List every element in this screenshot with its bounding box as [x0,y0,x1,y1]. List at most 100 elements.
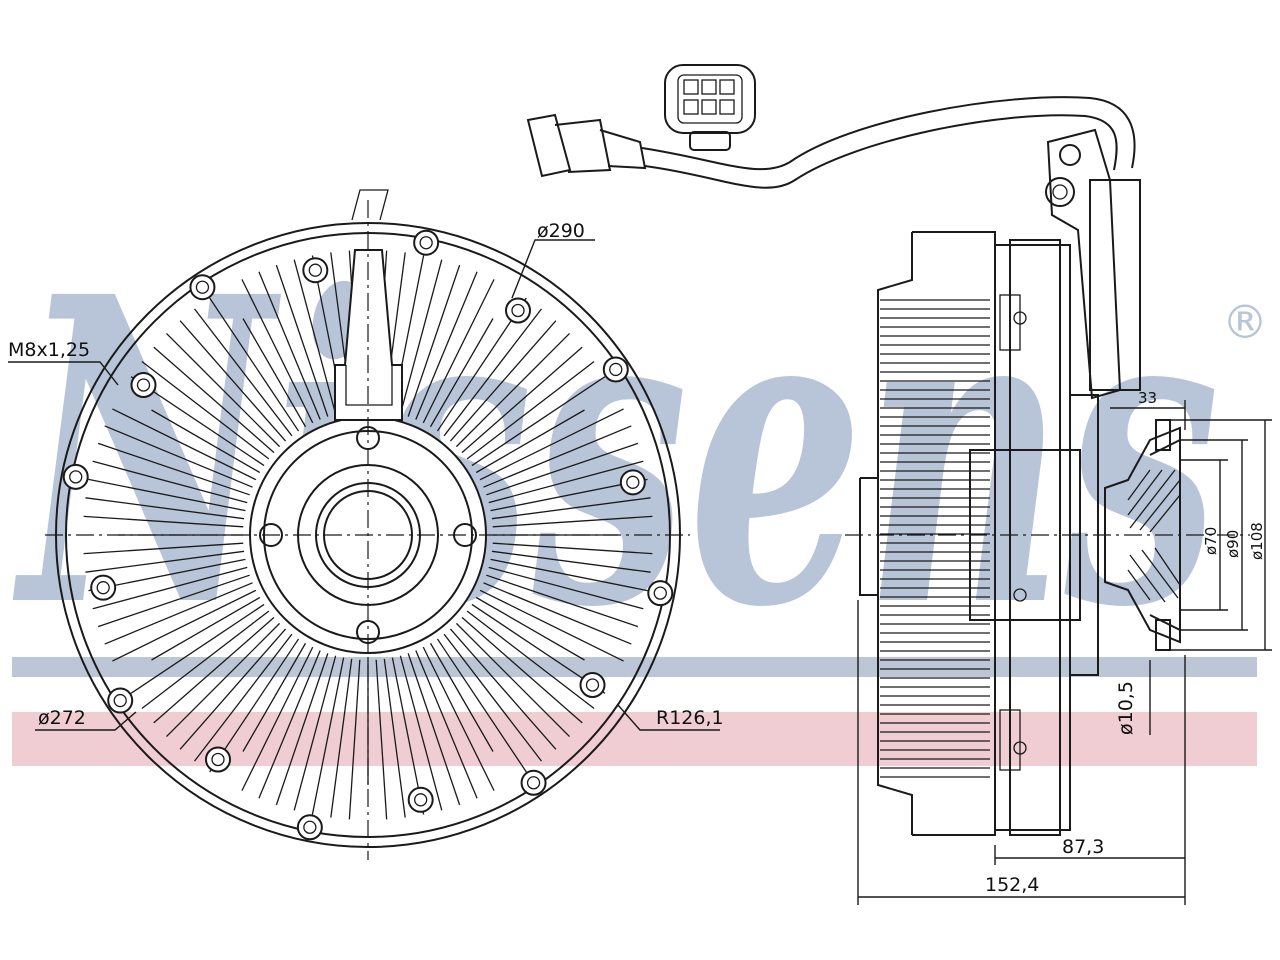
bolt-boss [579,672,606,699]
bolt-hole [96,581,110,595]
fin [443,308,543,437]
fin [422,646,495,791]
fin [486,442,639,496]
fin [383,658,406,818]
fin [179,628,287,750]
fin [85,497,245,520]
fin [104,425,253,488]
registered-mark: ® [1222,295,1268,349]
fin [153,346,275,454]
bolt-boss [602,356,629,383]
fin [475,409,585,474]
fin [112,589,257,662]
fin [293,655,337,811]
fin [399,655,443,811]
fin [466,610,595,710]
fin [479,408,624,481]
fin [490,558,648,592]
fin [488,566,644,610]
bolt-hole [511,303,525,318]
bolt-boss [107,687,134,714]
sensor-cable [641,96,1136,189]
bolt-boss [189,274,216,301]
fin [141,610,270,710]
bolt-hole-label: ø10,5 [1115,681,1137,735]
bolt-boss [296,814,323,841]
fin [141,360,270,460]
bolt-bosses [62,229,674,841]
bolt-boss [302,257,329,284]
bolt-boss [407,786,434,813]
fin [88,478,246,512]
fin [429,642,494,752]
fin [492,542,653,555]
bolt-hole [609,362,623,377]
fin [407,264,461,417]
fin [455,333,570,448]
bolt-hole [303,820,317,834]
fin [179,320,287,442]
side-dimensions [857,400,1272,905]
fin [193,308,293,437]
bolt-boss [413,229,440,256]
flange-diameter-label: ø108 [1248,522,1266,560]
fin [275,264,329,417]
fin [449,320,557,442]
bolt-hole [195,280,210,294]
fin [166,333,281,448]
fin [83,515,244,528]
fin [436,638,527,773]
fin [422,279,495,424]
fin [97,442,250,496]
fin [475,596,585,661]
bolt-boss [520,769,547,796]
fin [491,497,651,520]
fin [483,425,632,488]
fin [311,657,345,815]
fin [461,346,583,454]
fin [242,642,307,752]
bolt-boss [90,574,117,601]
hub-width-label: 33 [1138,389,1157,407]
bolt-hole [69,470,83,484]
electrical-connector [664,64,756,151]
fin [348,659,361,820]
fin [83,542,244,555]
bolt-hole [113,693,127,708]
pilot-diameter-label: ø70 [1202,527,1220,555]
fin [258,271,321,420]
fin [151,409,261,474]
blue-band [12,657,1257,677]
bolt-hole [419,236,433,250]
hub-hatching [1127,469,1181,603]
fin [429,318,494,428]
bolt-circle-label: ø272 [38,707,86,729]
fin [466,360,595,460]
fin [85,550,245,573]
side-view [845,231,1250,836]
fin [193,633,293,762]
fin [479,589,624,662]
fin [97,574,250,628]
fin [130,603,265,694]
overall-length-label: 152,4 [985,874,1039,896]
hub-diameter-label: ø90 [1224,530,1242,558]
fin [399,259,443,415]
fin [151,596,261,661]
speed-sensor [1045,128,1141,400]
fin [486,574,639,628]
fin [492,515,653,528]
fin [92,566,248,610]
bolt-hole [308,263,322,277]
fin [483,582,632,645]
fin [104,582,253,645]
bolt-boss [62,463,89,490]
side-fins [880,299,990,778]
fin [407,653,461,806]
bolt-boss [647,580,674,607]
fin [166,622,281,737]
fin [443,633,543,762]
cable-plug [526,113,647,178]
fin [293,259,337,415]
